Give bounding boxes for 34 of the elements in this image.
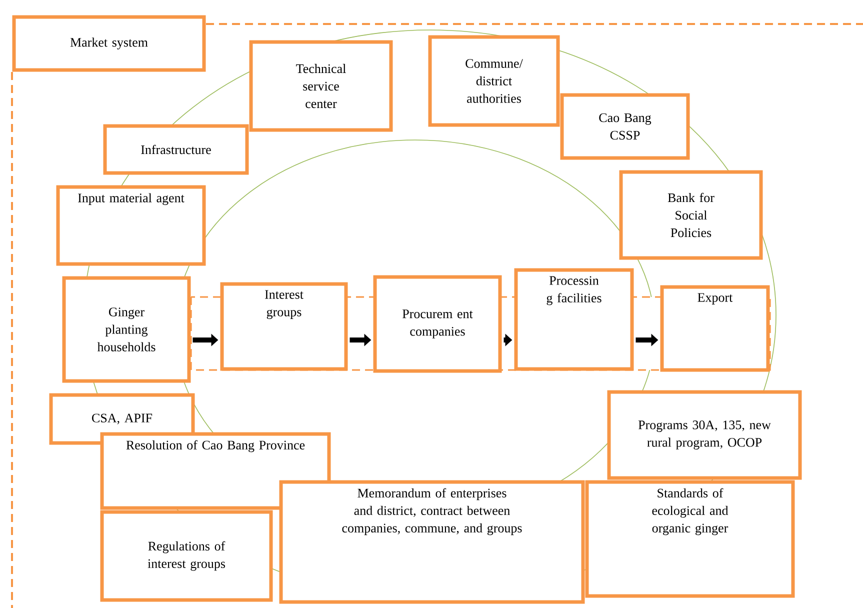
box-label: Programs 30A, 135, new rural program, OCOP [638, 420, 771, 450]
box-label: Memorandum of enterprises and district, contract between companies, commune, and groups [342, 488, 522, 536]
box [279, 480, 585, 604]
box-label: Technical service center [296, 64, 346, 108]
box-label: Processin g facilities [546, 276, 602, 306]
box [607, 390, 802, 480]
box [103, 124, 249, 175]
box-label: Resolution of Cao Bang Province [126, 440, 305, 452]
box [560, 93, 690, 160]
box-label: Infrastructure [141, 144, 211, 154]
box [62, 276, 191, 383]
box [428, 35, 560, 127]
box-label: CSA, APIF [92, 414, 152, 424]
box-label: Procurem ent companies [402, 310, 473, 338]
box [249, 40, 393, 132]
box-label: Export [698, 293, 733, 304]
box [514, 268, 634, 371]
box [660, 285, 770, 372]
box [619, 170, 763, 260]
box [100, 510, 273, 602]
box [12, 15, 206, 72]
box [373, 275, 502, 373]
box [220, 282, 348, 371]
box-label: Regulations of interest groups [148, 541, 226, 571]
box [56, 185, 206, 266]
box [585, 480, 795, 598]
box-label: Interest groups [264, 290, 304, 320]
box-label: Cao Bang CSSP [599, 113, 652, 140]
box-label: Bank for Social Policies [668, 192, 714, 238]
box-label: Ginger planting households [97, 308, 156, 352]
box-label: Standards of ecological and organic ginger [652, 488, 728, 536]
box-label: Input material agent [78, 193, 184, 206]
box-label: Market system [70, 38, 148, 50]
box-label: Commune/ district authorities [466, 59, 523, 103]
